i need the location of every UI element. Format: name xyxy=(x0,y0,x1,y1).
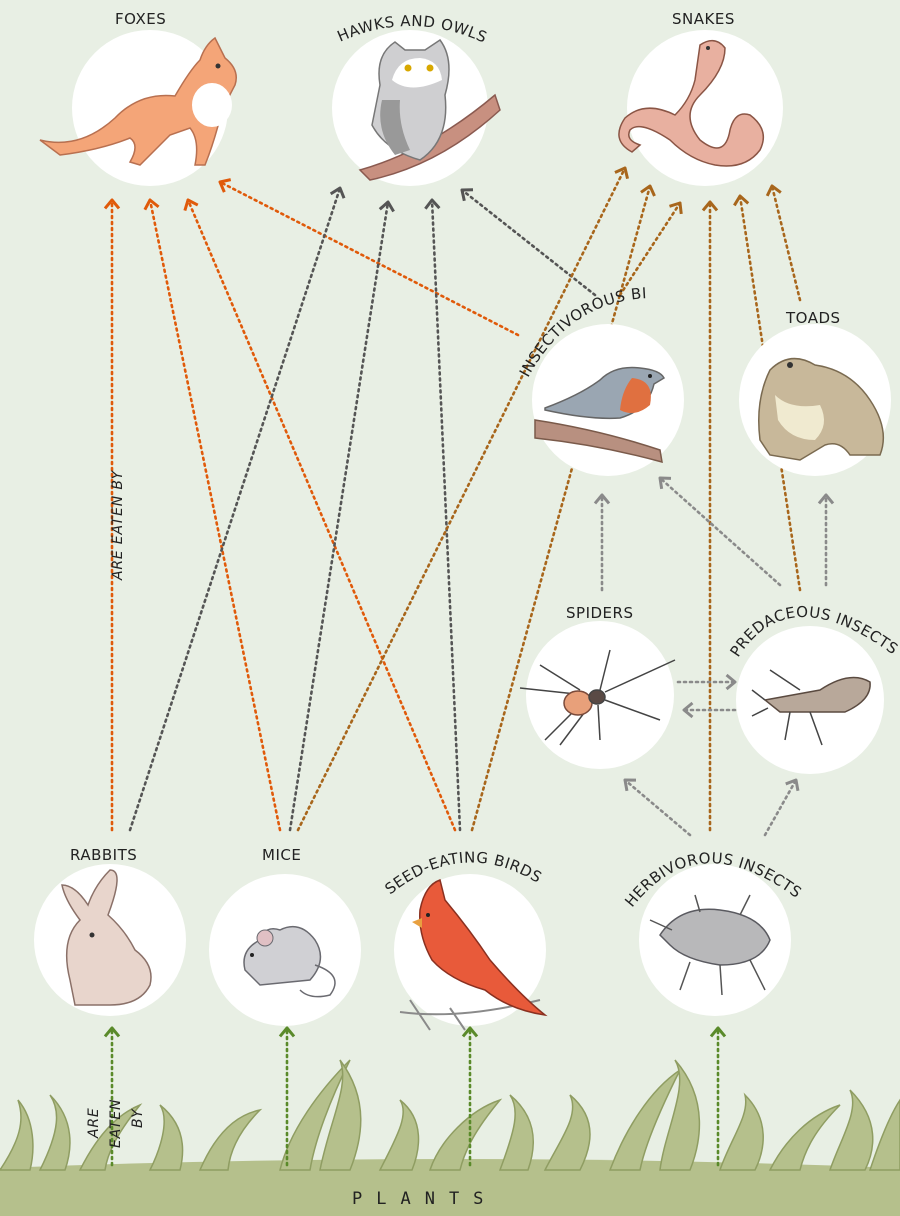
link-rabbits-to-hawks xyxy=(130,188,340,830)
link-herbivorous-to-spiders xyxy=(625,780,690,835)
node-label: TOADS xyxy=(785,309,841,327)
node-mice: MICE xyxy=(209,846,361,1026)
are-eaten-by-label-2: EATEN xyxy=(108,1099,124,1148)
are-eaten-by-label-1: ARE xyxy=(86,1107,102,1139)
link-insectivorous-to-snakes xyxy=(620,203,680,295)
node-label: FOXES xyxy=(115,10,166,28)
link-insectivorous-to-hawks xyxy=(462,190,595,295)
node-label: SPIDERS xyxy=(566,604,633,622)
node-seed-eating-birds: SEED-EATING BIRDS xyxy=(381,848,546,1030)
link-toads-to-snakes xyxy=(772,186,800,300)
node-foxes: FOXES xyxy=(40,10,236,186)
are-eaten-by-label-3: BY xyxy=(130,1108,146,1128)
node-herbivorous-insects: HERBIVOROUS INSECTS xyxy=(621,849,805,1016)
link-mice-to-foxes xyxy=(150,200,280,830)
node-rabbits: RABBITS xyxy=(34,846,186,1016)
plants-label: PLANTS xyxy=(352,1189,497,1209)
node-snakes: SNAKES xyxy=(619,10,783,186)
node-label: MICE xyxy=(262,846,301,864)
link-insectivorous-to-foxes xyxy=(220,182,518,335)
link-predaceous-to-insectivorous xyxy=(660,478,780,585)
link-seedbirds-to-hawks xyxy=(432,200,460,830)
node-spiders: SPIDERS xyxy=(520,604,675,769)
are-eaten-by-label: ARE EATEN BY xyxy=(110,470,126,581)
link-mice-to-hawks xyxy=(290,202,388,830)
link-herbivorous-to-predaceous xyxy=(765,780,796,835)
node-hawks: HAWKS AND OWLS xyxy=(332,12,500,186)
link-seedbirds-to-foxes xyxy=(188,200,455,830)
node-predaceous-insects: PREDACEOUS INSECTS xyxy=(726,603,900,774)
node-label: SNAKES xyxy=(672,10,735,28)
node-label: RABBITS xyxy=(70,846,137,864)
